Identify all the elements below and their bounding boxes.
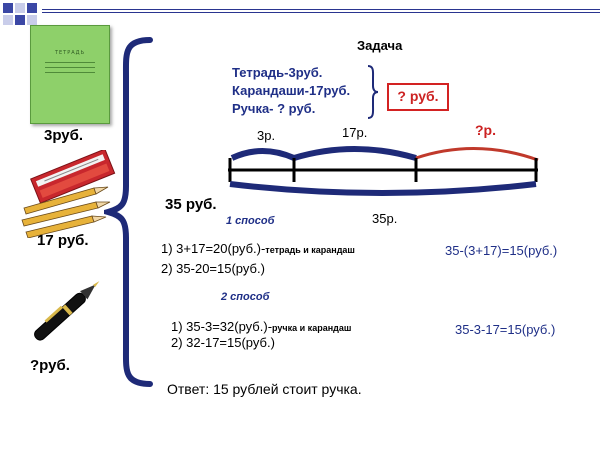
segment-diagram	[228, 146, 539, 196]
total-segment-label: 35р.	[372, 211, 398, 226]
method1-step1: 1) 3+17=20(руб.)-тетрадь и карандаш	[161, 240, 355, 258]
deco-square	[3, 3, 13, 13]
page-title: Задача	[357, 38, 403, 53]
segment-label-notebook: 3р.	[257, 128, 276, 143]
pencils-price: 17 руб.	[37, 232, 89, 249]
pen-price: ?руб.	[30, 357, 70, 374]
problem-line-notebook: Тетрадь-3руб.	[232, 65, 323, 80]
deco-square	[27, 15, 37, 25]
arc-pen	[415, 147, 539, 162]
method1-step1-note: тетрадь и карандаш	[265, 245, 355, 255]
deco-square	[15, 15, 25, 25]
question-box: ? руб.	[387, 83, 449, 111]
pencils-image	[21, 150, 116, 238]
top-rule	[42, 9, 600, 10]
notebook-price: 3руб.	[44, 127, 84, 144]
method1-expression: 35-(3+17)=15(руб.)	[445, 243, 558, 258]
arc-pencils	[293, 146, 417, 161]
arc-notebook	[230, 148, 296, 161]
segment-label-pen: ?р.	[475, 122, 496, 138]
top-rule	[42, 12, 600, 13]
method1-step1-main: 1) 3+17=20(руб.)-	[161, 241, 266, 256]
deco-square	[15, 3, 25, 13]
method2-step2: 2) 32-17=15(руб.)	[171, 335, 275, 350]
arc-total	[229, 181, 537, 196]
notebook-cover-text: ТЕТРАДЬ	[54, 50, 86, 56]
deco-square	[3, 15, 13, 25]
method2-step1-note: ручка и карандаш	[272, 323, 352, 333]
question-box-text: ? руб.	[397, 88, 439, 104]
notebook-line	[45, 67, 95, 68]
notebook-image: ТЕТРАДЬ	[30, 25, 110, 124]
problem-line-pencils: Карандаши-17руб.	[232, 83, 351, 98]
problem-line-pen: Ручка- ? руб.	[232, 101, 316, 116]
pen-image	[34, 281, 100, 341]
answer-text: Ответ: 15 рублей стоит ручка.	[167, 381, 362, 397]
deco-square	[27, 3, 37, 13]
notebook-line	[45, 62, 95, 63]
segment-label-pencils: 17р.	[342, 125, 368, 140]
method2-expression: 35-3-17=15(руб.)	[455, 322, 556, 337]
notebook-line	[45, 72, 95, 73]
method2-step1: 1) 35-3=32(руб.)-ручка и карандаш	[171, 318, 351, 336]
left-brace	[104, 37, 153, 387]
small-brace	[367, 65, 379, 119]
method2-heading: 2 способ	[221, 291, 270, 303]
method2-step1-main: 1) 35-3=32(руб.)-	[171, 319, 273, 334]
method1-step2: 2) 35-20=15(руб.)	[161, 261, 265, 276]
total-amount: 35 руб.	[165, 196, 217, 213]
method1-heading: 1 способ	[226, 215, 275, 227]
